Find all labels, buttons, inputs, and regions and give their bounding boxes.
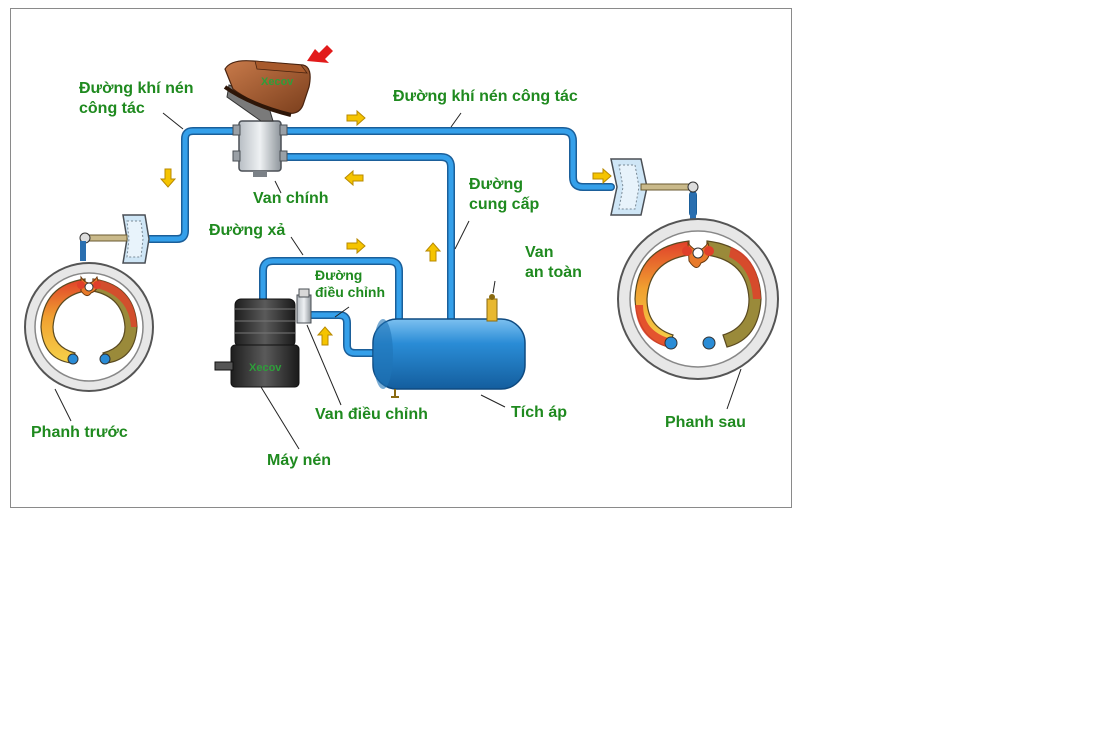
- label-safety-valve-line1: Van: [525, 244, 554, 261]
- label-safety-valve-line2: an toàn: [525, 264, 582, 281]
- flow-arrow-icon: [159, 168, 177, 188]
- flow-arrow-icon: [344, 169, 364, 187]
- leader-lines: [54, 112, 742, 450]
- label-compressor: Máy nén: [267, 452, 332, 469]
- rear-brake-chamber: [610, 158, 699, 219]
- flow-arrow-icon: [316, 326, 334, 346]
- label-regulator-valve: Van điều chỉnh: [315, 406, 428, 423]
- compressor: Xecov: [214, 298, 300, 388]
- label-main-valve: Van chính: [253, 190, 329, 207]
- label-control-line-line2: điều chỉnh: [315, 284, 385, 300]
- watermark-boot: Xecov: [261, 76, 294, 88]
- label-supply-line-line2: cung cấp: [469, 196, 540, 213]
- label-rear-brake: Phanh sau: [665, 414, 746, 431]
- label-supply-line: Đường cung cấp: [469, 175, 539, 215]
- label-supply-line-line1: Đường: [469, 176, 524, 193]
- front-brake-chamber: [79, 214, 150, 264]
- working-line-top: [278, 128, 614, 190]
- rear-brake-drum: [617, 218, 779, 380]
- diagram-frame: Xecov: [10, 8, 792, 508]
- label-control-line-line1: Đường: [315, 267, 363, 283]
- flow-arrow-icon: [592, 167, 612, 185]
- working-line-left: [146, 128, 242, 242]
- label-working-line-left-line1: Đường khí nén: [79, 80, 194, 97]
- front-brake-drum: [24, 262, 154, 392]
- regulator-valve: [296, 288, 312, 324]
- reservoir-tank: [372, 294, 526, 398]
- flow-arrows: [159, 109, 612, 346]
- flow-arrow-icon: [346, 109, 366, 127]
- red-arrow-icon: [307, 45, 333, 63]
- supply-line: [278, 154, 454, 328]
- air-brake-diagram: Xecov: [24, 45, 779, 450]
- label-working-line-top: Đường khí nén công tác: [393, 88, 578, 105]
- brake-pedal: Xecov: [223, 45, 333, 122]
- flow-arrow-icon: [346, 237, 366, 255]
- label-exhaust-line: Đường xả: [209, 222, 286, 239]
- label-front-brake: Phanh trước: [31, 424, 128, 441]
- flow-arrow-icon: [424, 242, 442, 262]
- label-control-line: Đường điều chỉnh: [315, 267, 385, 301]
- label-safety-valve: Van an toàn: [525, 243, 582, 283]
- label-working-line-left-line2: công tác: [79, 100, 145, 117]
- watermark-compressor: Xecov: [249, 362, 282, 374]
- main-valve: [232, 120, 288, 177]
- label-working-line-left: Đường khí nén công tác: [79, 79, 194, 119]
- control-line: [308, 312, 380, 356]
- label-reservoir: Tích áp: [511, 404, 568, 421]
- exhaust-line: [260, 258, 402, 328]
